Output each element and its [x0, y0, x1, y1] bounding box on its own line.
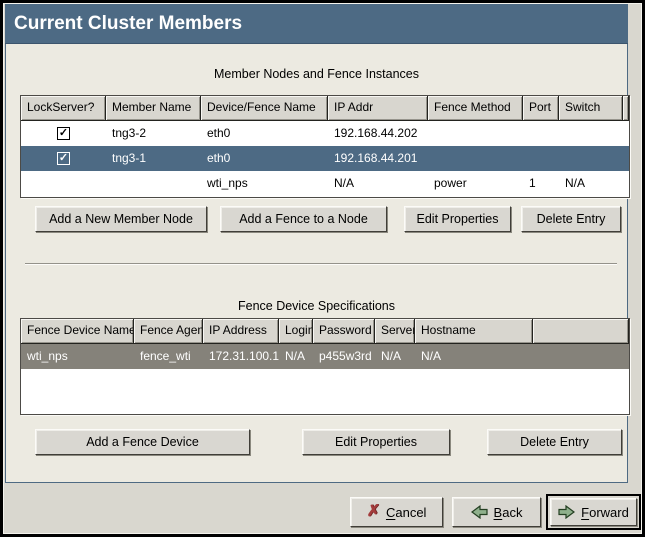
add-member-node-button[interactable]: Add a New Member Node: [35, 206, 207, 232]
arrow-right-icon: [558, 505, 576, 519]
cell-device-fence-name: wti_nps: [207, 176, 248, 190]
forward-label: Forward: [581, 504, 629, 520]
cell-switch: [559, 121, 623, 146]
back-label: Back: [493, 504, 523, 520]
edit-properties-button-devices[interactable]: Edit Properties: [302, 429, 450, 455]
column-header-fence-agent[interactable]: Fence Agent: [134, 319, 203, 344]
column-header-hostname[interactable]: Hostname: [415, 319, 533, 344]
column-header-fence-method[interactable]: Fence Method: [428, 96, 523, 121]
table-row-tng3-2[interactable]: ✓ tng3-2 eth0 192.168.44.202: [21, 121, 629, 146]
member-nodes-table: LockServer? Member Name Device/Fence Nam…: [20, 95, 630, 198]
lockserver-checkbox-checked[interactable]: ✓: [57, 127, 70, 140]
delete-entry-button-devices[interactable]: Delete Entry: [487, 429, 622, 455]
cell-switch: N/A: [565, 176, 586, 190]
table-row-wti-nps-device-selected[interactable]: wti_nps fence_wti 172.31.100.1 N/A p455w…: [21, 344, 629, 369]
members-section-heading: Member Nodes and Fence Instances: [214, 67, 419, 81]
checkmark-icon: ✓: [58, 127, 69, 139]
fence-devices-section-heading: Fence Device Specifications: [237, 299, 396, 313]
column-header-password[interactable]: Password: [313, 319, 375, 344]
column-header-ip-address[interactable]: IP Address: [203, 319, 279, 344]
fence-devices-table: Fence Device Name Fence Agent IP Address…: [20, 318, 630, 415]
cell-port: [523, 121, 559, 146]
cancel-label: Cancel: [385, 504, 427, 520]
cell-port: 1: [529, 176, 536, 190]
edit-properties-button-members[interactable]: Edit Properties: [404, 206, 511, 232]
cell-fence-method: power: [434, 176, 467, 190]
back-button[interactable]: Back: [452, 497, 541, 527]
column-header-filler: [533, 319, 629, 344]
cell-ip-addr: N/A: [334, 176, 355, 190]
forward-button[interactable]: Forward: [550, 498, 637, 526]
column-header-filler: [623, 96, 629, 121]
cell-switch: [559, 146, 623, 171]
checkmark-icon: ✓: [58, 152, 69, 164]
section-separator: [25, 263, 617, 265]
fence-table-header: Fence Device Name Fence Agent IP Address…: [21, 319, 629, 344]
column-header-server[interactable]: Server: [375, 319, 415, 344]
column-header-device-fence-name[interactable]: Device/Fence Name: [201, 96, 328, 121]
add-fence-to-node-button[interactable]: Add a Fence to a Node: [220, 206, 387, 232]
lockserver-checkbox-checked[interactable]: ✓: [57, 152, 70, 165]
cell-password: p455w3rd: [319, 349, 372, 363]
cell-device-fence-name: eth0: [207, 126, 231, 140]
cell-fence-agent: fence_wti: [140, 349, 191, 363]
column-header-port[interactable]: Port: [523, 96, 559, 121]
cell-ip-addr: 192.168.44.202: [334, 126, 418, 140]
column-header-switch[interactable]: Switch: [559, 96, 623, 121]
cell-login: N/A: [285, 349, 306, 363]
column-header-lockserver[interactable]: LockServer?: [21, 96, 106, 121]
table-row-wti-nps-fence[interactable]: wti_nps N/A power 1 N/A: [21, 171, 629, 196]
cell-device-fence-name: eth0: [207, 151, 231, 165]
cell-ip-addr: 192.168.44.201: [334, 151, 418, 165]
cell-member-name: [106, 171, 201, 196]
column-header-member-name[interactable]: Member Name: [106, 96, 201, 121]
column-header-login[interactable]: Login: [279, 319, 313, 344]
page-title: Current Cluster Members: [5, 4, 628, 44]
forward-button-focus-ring: Forward: [546, 494, 641, 530]
table-row-tng3-1-selected[interactable]: ✓ tng3-1 eth0 192.168.44.201: [21, 146, 629, 171]
add-fence-device-button[interactable]: Add a Fence Device: [35, 429, 250, 455]
cancel-x-icon: ✗: [366, 503, 380, 520]
cell-fence-method: [428, 121, 523, 146]
cell-member-name: tng3-1: [112, 151, 147, 165]
cell-server: N/A: [381, 349, 402, 363]
cell-fence-method: [428, 146, 523, 171]
cell-port: [523, 146, 559, 171]
delete-entry-button-members[interactable]: Delete Entry: [521, 206, 621, 232]
cell-ip-address: 172.31.100.1: [209, 349, 279, 363]
cell-member-name: tng3-2: [112, 126, 147, 140]
cell-fence-device-name: wti_nps: [27, 349, 68, 363]
cancel-button[interactable]: ✗ Cancel: [350, 497, 443, 527]
cell-hostname: N/A: [421, 349, 442, 363]
column-header-fence-device-name[interactable]: Fence Device Name: [21, 319, 134, 344]
member-table-header: LockServer? Member Name Device/Fence Nam…: [21, 96, 629, 121]
arrow-left-icon: [470, 505, 488, 519]
column-header-ip-addr[interactable]: IP Addr: [328, 96, 428, 121]
